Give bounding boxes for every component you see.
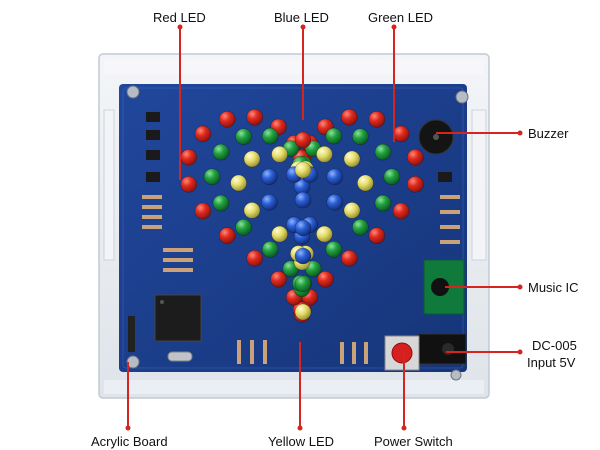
right-resistors	[438, 172, 460, 244]
yellow-led	[230, 174, 247, 192]
yellow-led	[343, 150, 361, 168]
green-led	[203, 168, 221, 185]
red-led	[340, 108, 358, 126]
yellow-led	[271, 225, 288, 243]
blue-led	[294, 191, 312, 209]
red-led	[194, 202, 212, 220]
red-led	[368, 111, 386, 128]
yellow-led	[316, 146, 333, 163]
callout-pointers	[125, 24, 523, 431]
yellow-led	[243, 150, 261, 168]
red-led	[406, 176, 424, 193]
red-led	[270, 270, 287, 288]
power-switch-label: Power Switch	[374, 434, 453, 449]
red-led	[246, 249, 263, 267]
yellow-led-label: Yellow LED	[268, 434, 335, 449]
bottom-resistors	[237, 340, 368, 364]
green-led	[212, 194, 230, 212]
yellow-led	[343, 202, 361, 219]
mcu-chip	[154, 294, 202, 342]
buzzer-component	[418, 119, 454, 155]
crystal	[167, 351, 193, 362]
green-led	[352, 128, 369, 145]
dc-jack	[417, 333, 467, 365]
programming-header	[128, 316, 135, 352]
green-led	[235, 128, 252, 145]
input-5v-label: Input 5V	[527, 355, 576, 370]
blue-led	[294, 247, 312, 265]
green-led	[235, 219, 252, 236]
red-led	[317, 270, 334, 288]
green-led	[383, 168, 401, 185]
green-led	[261, 241, 279, 258]
green-led	[374, 194, 392, 212]
green-led	[261, 127, 279, 145]
green-led	[374, 143, 392, 161]
yellow-led	[271, 146, 288, 163]
green-led	[325, 241, 343, 258]
green-led	[352, 219, 369, 236]
acrylic-board-label: Acrylic Board	[91, 434, 168, 449]
dc-005-label: DC-005	[532, 338, 577, 353]
red-led	[406, 149, 424, 166]
green-led	[325, 127, 343, 145]
blue-led	[294, 219, 312, 237]
yellow-led	[357, 174, 374, 192]
red-led	[180, 176, 197, 193]
yellow-led	[243, 202, 261, 219]
red-led	[194, 125, 212, 143]
red-led	[340, 249, 358, 267]
blue-led	[326, 168, 344, 186]
power-switch-component	[384, 335, 420, 371]
blue-led	[260, 194, 278, 211]
red-led	[392, 125, 410, 143]
red-led	[294, 131, 312, 149]
blue-led-label: Blue LED	[274, 10, 329, 25]
red-led	[180, 149, 197, 166]
red-led	[246, 108, 263, 126]
blue-led	[326, 194, 344, 211]
blue-led	[260, 168, 278, 186]
red-led	[368, 227, 386, 244]
yellow-led	[294, 161, 312, 179]
green-led-label: Green LED	[368, 10, 434, 25]
left-transistors-and-resistors	[142, 112, 193, 272]
led-heart-array	[180, 108, 424, 323]
yellow-led	[294, 303, 312, 321]
green-led	[212, 143, 230, 161]
green-led	[294, 275, 312, 293]
red-led-label: Red LED	[153, 10, 206, 25]
red-led	[218, 227, 236, 244]
yellow-led	[316, 225, 333, 243]
red-led	[392, 202, 410, 220]
buzzer-label: Buzzer	[528, 126, 569, 141]
red-led	[218, 111, 236, 128]
music-ic-label: Music IC	[528, 280, 579, 295]
